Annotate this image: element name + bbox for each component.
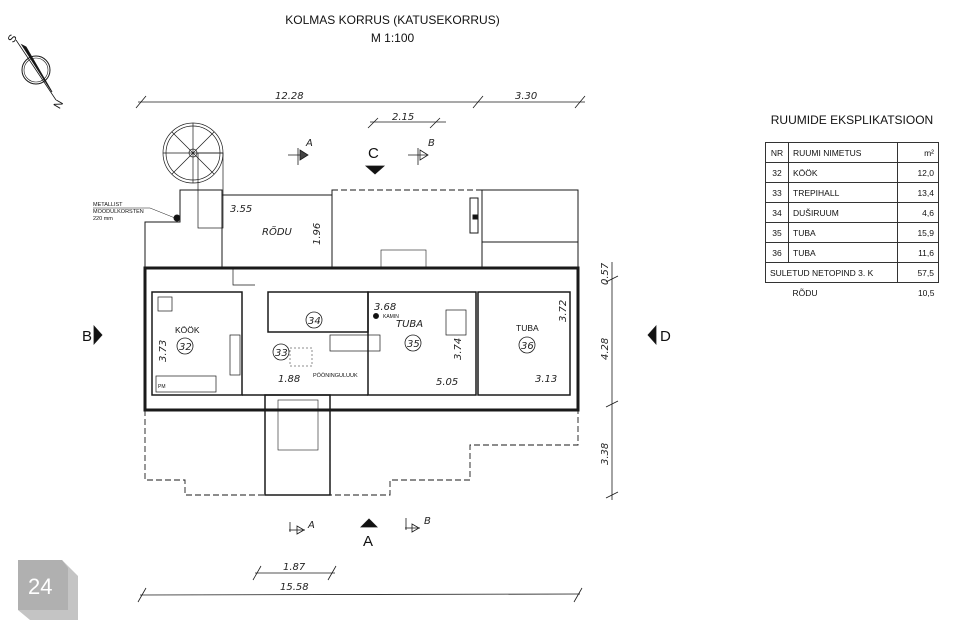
- section-marker-top: [93, 148, 657, 535]
- balconies: [144, 189, 579, 269]
- svg-text:TUBA: TUBA: [516, 323, 539, 333]
- main-walls: [143, 266, 580, 412]
- section-a-arrow-icon: [360, 518, 378, 528]
- svg-text:3.30: 3.30: [515, 91, 537, 102]
- svg-text:3.55: 3.55: [230, 204, 252, 215]
- svg-text:C: C: [368, 145, 379, 162]
- svg-text:N: N: [52, 98, 66, 111]
- svg-text:PÖÖNINGULUUK: PÖÖNINGULUUK: [313, 372, 358, 379]
- svg-text:36: 36: [521, 341, 534, 352]
- svg-text:3.38: 3.38: [600, 443, 611, 465]
- explication-title: RUUMIDE EKSPLIKATSIOON: [770, 113, 934, 127]
- svg-text:TUBA: TUBA: [396, 319, 423, 330]
- svg-text:3.72: 3.72: [558, 300, 569, 322]
- svg-text:12.28: 12.28: [275, 91, 304, 102]
- svg-text:3.74: 3.74: [453, 338, 464, 360]
- svg-text:35: 35: [407, 339, 420, 350]
- svg-text:A: A: [363, 533, 373, 550]
- svg-text:15.58: 15.58: [280, 582, 309, 593]
- svg-text:220 mm: 220 mm: [93, 216, 113, 222]
- svg-text:B: B: [82, 328, 92, 345]
- svg-text:D: D: [660, 328, 671, 345]
- svg-text:METALLIST: METALLIST: [93, 202, 123, 208]
- svg-text:MOODULKORSTEN: MOODULKORSTEN: [93, 209, 144, 215]
- svg-text:1.88: 1.88: [278, 374, 300, 385]
- page-number-badge: 24: [18, 560, 78, 620]
- svg-text:34: 34: [308, 316, 321, 327]
- svg-text:33: 33: [275, 348, 288, 359]
- svg-text:0.57: 0.57: [600, 262, 611, 285]
- svg-text:2.15: 2.15: [392, 112, 414, 123]
- svg-text:32: 32: [179, 342, 192, 353]
- spiral-stair: [162, 122, 224, 229]
- svg-text:B: B: [428, 138, 435, 149]
- dimension-lines: [135, 95, 619, 603]
- compass-icon: S N: [6, 33, 66, 111]
- section-b-arrow-icon: [93, 324, 103, 346]
- svg-text:B: B: [424, 516, 431, 527]
- svg-text:3.13: 3.13: [535, 374, 557, 385]
- svg-text:1.96: 1.96: [312, 223, 323, 245]
- plan-scale: M 1:100: [370, 31, 415, 45]
- svg-text:A: A: [305, 138, 313, 149]
- svg-text:4.28: 4.28: [600, 338, 611, 360]
- svg-text:3.73: 3.73: [158, 340, 169, 362]
- plan-title: KOLMAS KORRUS (KATUSEKORRUS): [285, 13, 500, 27]
- svg-text:PM: PM: [158, 384, 166, 390]
- svg-text:KÖÖK: KÖÖK: [175, 325, 200, 335]
- svg-text:KAMIN: KAMIN: [383, 314, 399, 320]
- svg-text:1.87: 1.87: [283, 562, 306, 573]
- section-c-arrow-icon: [364, 165, 386, 175]
- svg-text:5.05: 5.05: [436, 377, 458, 388]
- svg-text:3.68: 3.68: [374, 302, 396, 313]
- table-header: NR RUUMI NIMETUS m²: [765, 142, 939, 163]
- svg-text:A: A: [307, 520, 315, 531]
- section-d-arrow-icon: [647, 324, 657, 346]
- lower-balconies: [144, 394, 579, 496]
- svg-text:RÕDU: RÕDU: [262, 225, 293, 238]
